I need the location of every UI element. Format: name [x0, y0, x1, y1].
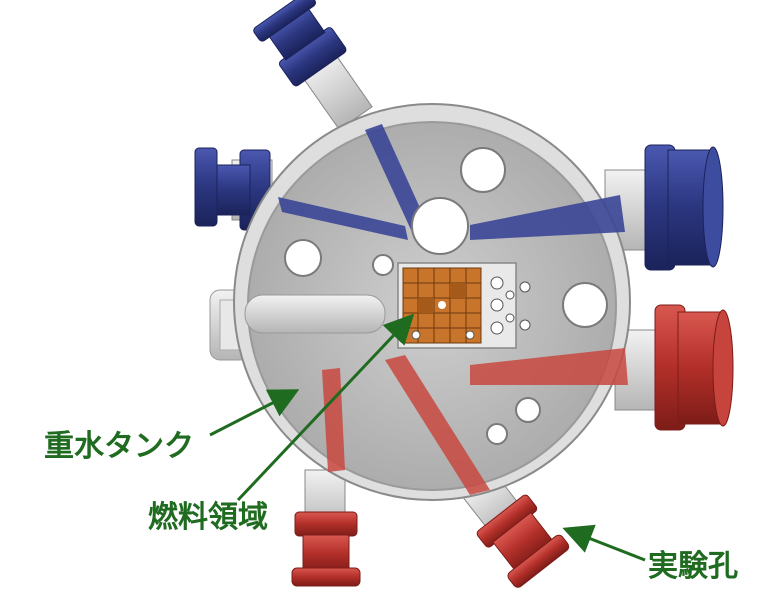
label-fuel-region: 燃料領域	[148, 500, 268, 535]
inner-pipe-left	[244, 294, 386, 334]
arrow-experiment-hole	[562, 524, 646, 562]
label-heavy-water-tank: 重水タンク	[44, 429, 194, 464]
blue-beam-tubes	[278, 124, 625, 240]
blue-port-top-left	[253, 0, 373, 131]
red-port-bottom-left	[291, 469, 361, 587]
arrow-heavy-water-tank	[209, 389, 300, 437]
label-experiment-hole: 実験孔	[648, 549, 738, 584]
red-port-right	[614, 304, 734, 431]
floor-holes	[284, 147, 608, 445]
arrow-fuel-region	[236, 313, 415, 502]
label-arrows	[209, 313, 646, 562]
core-grid	[397, 262, 531, 349]
